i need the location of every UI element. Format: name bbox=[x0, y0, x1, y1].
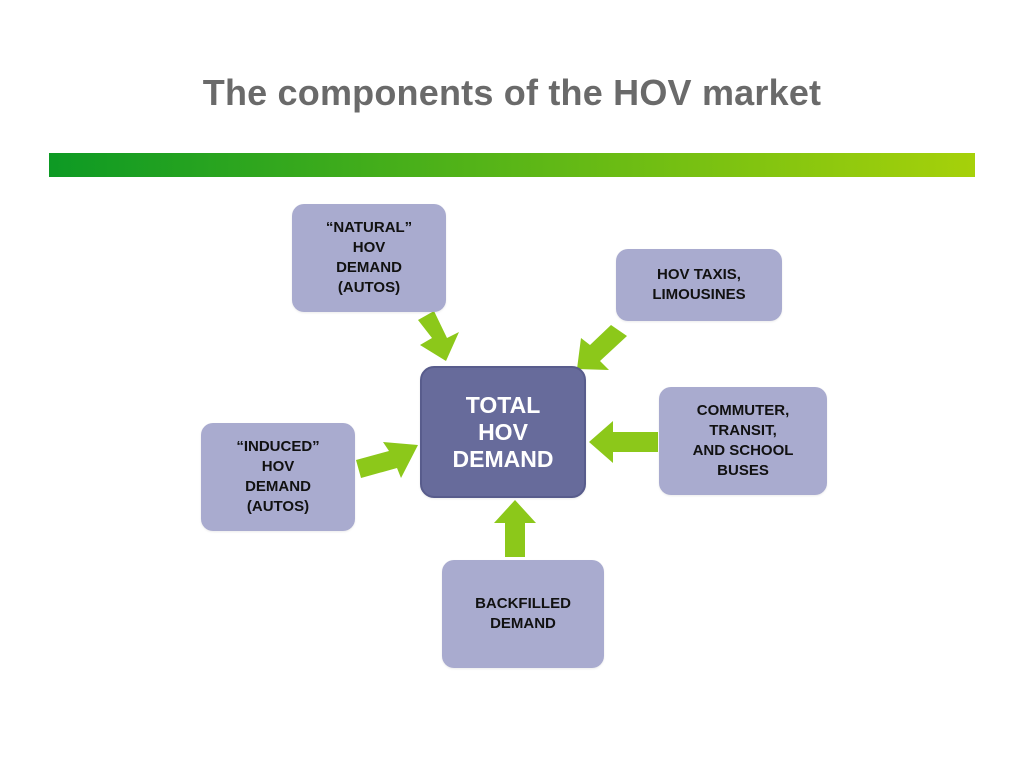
backfilled-demand-box: BACKFILLED DEMAND bbox=[442, 560, 604, 668]
hov-taxis-limousines-box: HOV TAXIS, LIMOUSINES bbox=[616, 249, 782, 321]
arrow-natural-to-total bbox=[418, 311, 459, 361]
arrow-commuter-to-total bbox=[589, 421, 658, 463]
slide-title: The components of the HOV market bbox=[202, 72, 822, 113]
arrow-taxis-to-total bbox=[577, 325, 627, 370]
induced-hov-demand-box: “INDUCED” HOV DEMAND (AUTOS) bbox=[201, 423, 355, 531]
arrow-induced-to-total bbox=[356, 442, 418, 478]
title-gradient-bar bbox=[49, 153, 975, 177]
commuter-transit-buses-box: COMMUTER, TRANSIT, AND SCHOOL BUSES bbox=[659, 387, 827, 495]
arrow-backfilled-to-total bbox=[494, 500, 536, 557]
natural-hov-demand-box: “NATURAL” HOV DEMAND (AUTOS) bbox=[292, 204, 446, 312]
total-hov-demand-box: TOTAL HOV DEMAND bbox=[420, 366, 586, 498]
